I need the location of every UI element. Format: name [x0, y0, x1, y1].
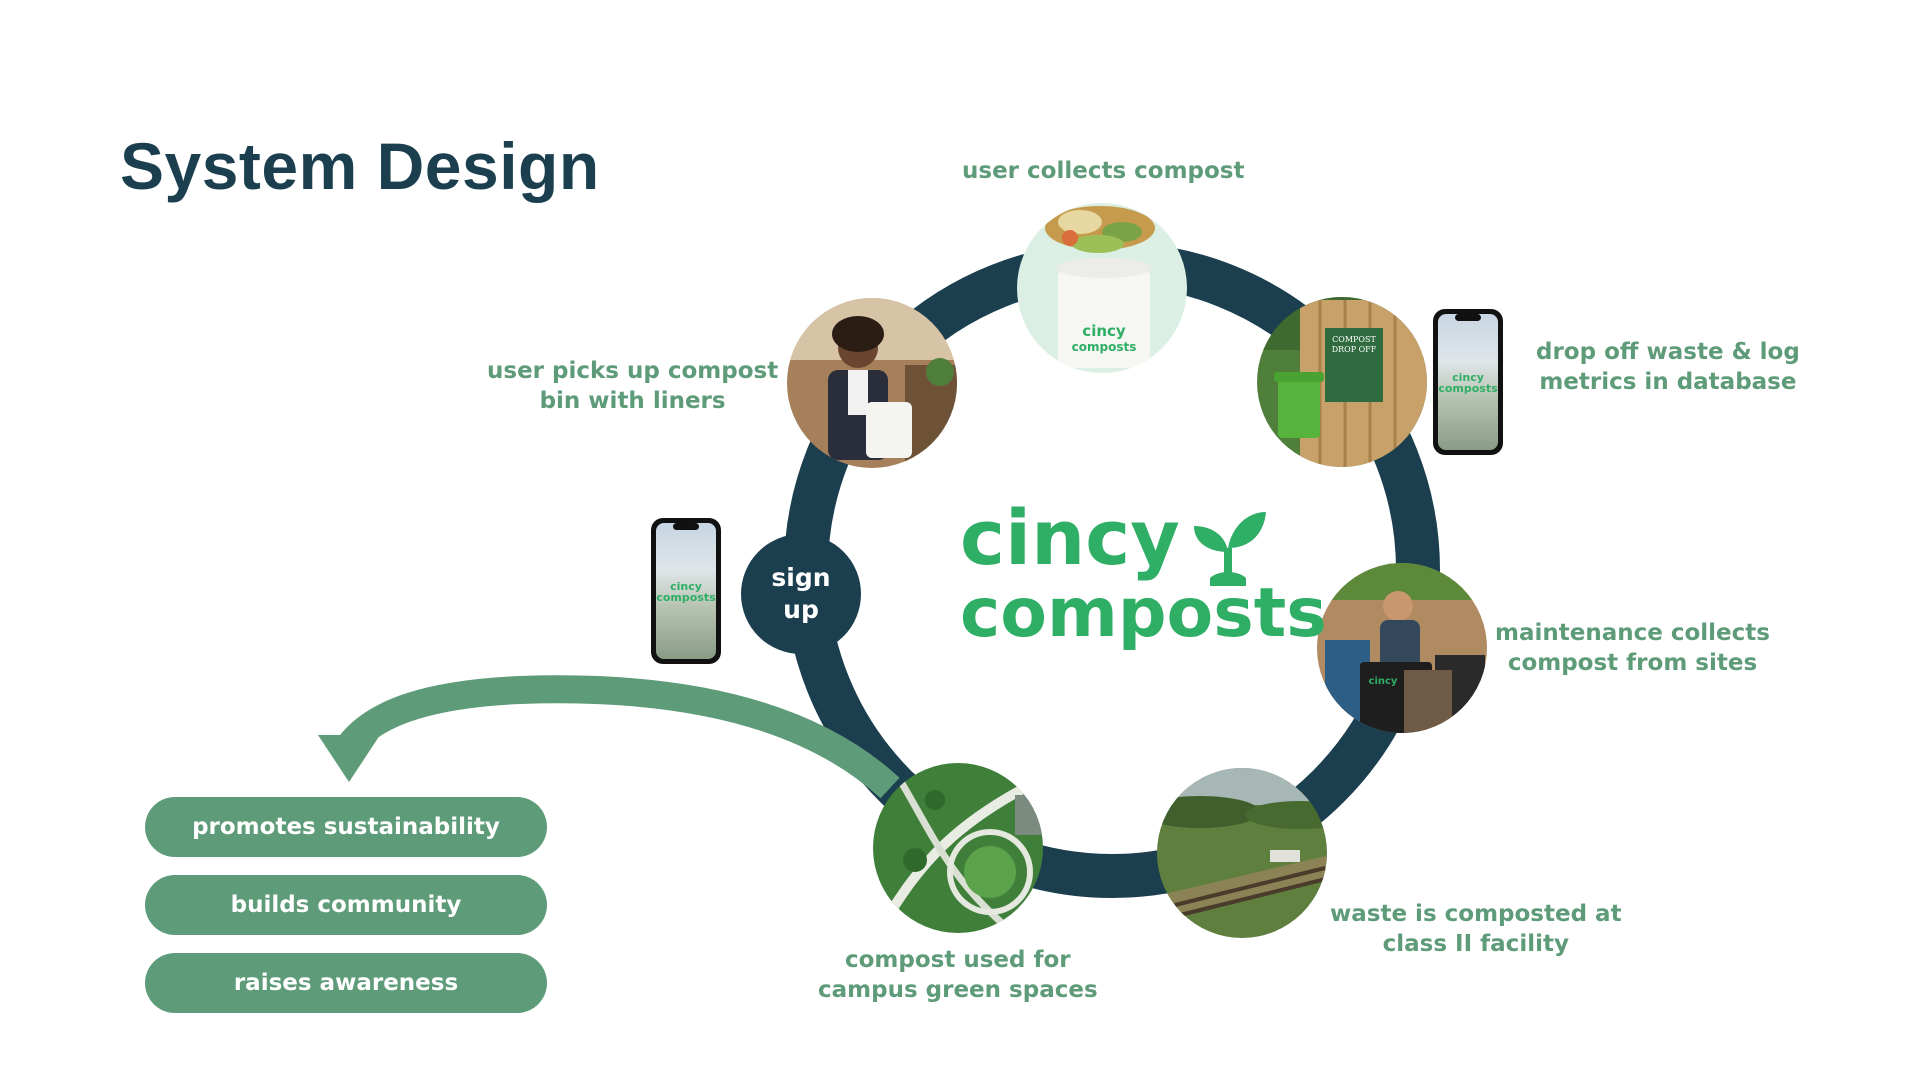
photo-collect-compost: [1017, 203, 1187, 373]
photo-drop-off: [1257, 297, 1427, 467]
step-label-dropoff: drop off waste & log metrics in database: [1536, 339, 1800, 395]
sign-text-line2: DROP OFF: [1332, 345, 1377, 354]
bin-logo: cincy: [1369, 676, 1398, 687]
photo-green-spaces: [873, 763, 1043, 933]
step-label-maintenance: maintenance collects compost from sites: [1495, 620, 1770, 676]
sign-up-node: sign up: [741, 534, 861, 654]
sign-text-line1: COMPOST: [1332, 335, 1376, 344]
step-label-greenspace: compost used for campus green spaces: [818, 947, 1098, 1003]
logo-word-composts: composts: [960, 574, 1327, 653]
step-label-facility: waste is composted at class II facility: [1330, 901, 1622, 957]
logo-word-cincy: cincy: [960, 493, 1180, 582]
arrow-head-icon: [318, 735, 380, 782]
step-label-pickup: user picks up compost bin with liners: [487, 358, 779, 414]
photo-maintenance: [1317, 563, 1487, 733]
benefits-arrow: [338, 675, 900, 799]
step-label-collect: user collects compost: [962, 158, 1245, 184]
benefit-pill-community: builds community: [145, 875, 547, 935]
page-title: System Design: [120, 129, 600, 203]
cincy-composts-logo: cincy composts: [960, 493, 1327, 658]
bucket-logo-line1: cincy: [1082, 322, 1126, 340]
bucket-logo-line2: composts: [1072, 340, 1137, 354]
benefit-pill-awareness: raises awareness: [145, 953, 547, 1013]
sprout-icon: [1194, 512, 1266, 586]
benefit-pill-sustainability: promotes sustainability: [145, 797, 547, 857]
